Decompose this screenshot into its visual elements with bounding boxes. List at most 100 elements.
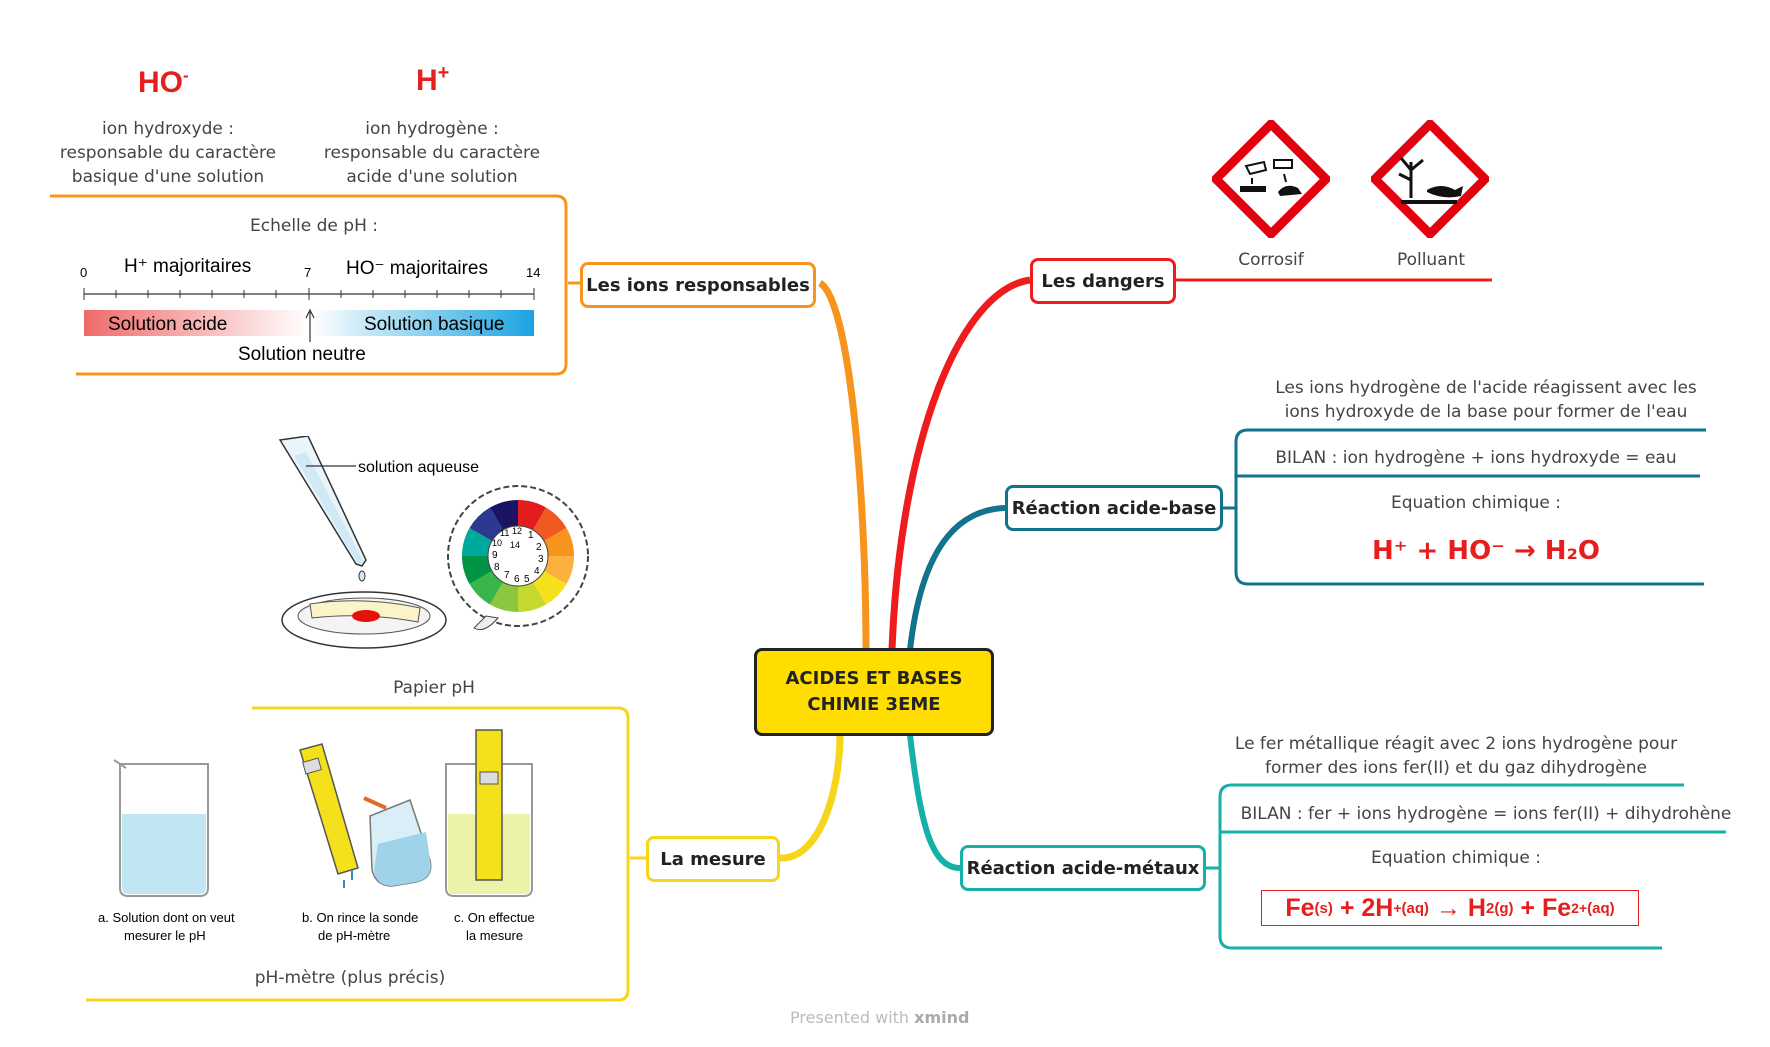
topic-les-dangers[interactable]: Les dangers bbox=[1030, 258, 1176, 304]
central-topic-line2: CHIMIE 3EME bbox=[807, 694, 941, 715]
xmind-brand: xmind bbox=[914, 1008, 970, 1027]
central-topic-line1: ACIDES ET BASES bbox=[785, 668, 963, 689]
eq-plus1: + 2H bbox=[1332, 893, 1394, 922]
h-desc-line: acide d'une solution bbox=[346, 167, 518, 187]
step-a-line1: a. Solution dont on veut bbox=[98, 910, 235, 925]
ho-majoritaires: HO⁻ majoritaires bbox=[346, 258, 488, 279]
step-b-line1: b. On rince la sonde bbox=[302, 910, 418, 925]
wheel-number: 1 bbox=[528, 530, 534, 541]
dropper-icon bbox=[278, 436, 367, 582]
wheel-number: 4 bbox=[534, 566, 540, 577]
topic-mesure-label: La mesure bbox=[660, 848, 766, 870]
wheel-number: 3 bbox=[538, 554, 544, 565]
eq-h-sub: (aq) bbox=[1401, 899, 1430, 917]
topic-ions-responsables[interactable]: Les ions responsables bbox=[580, 262, 816, 308]
ho-formula-base: HO bbox=[138, 66, 183, 99]
acid-bar bbox=[84, 310, 308, 336]
topic-acide-metaux-label: Réaction acide-métaux bbox=[966, 857, 1200, 879]
wheel-number: 12 bbox=[512, 526, 522, 536]
h-desc-line: responsable du caractère bbox=[323, 143, 541, 163]
topic-dangers-label: Les dangers bbox=[1041, 270, 1165, 292]
h-desc-line: ion hydrogène : bbox=[365, 119, 499, 139]
wheel-number: 9 bbox=[492, 550, 498, 561]
ho-formula: HO- bbox=[138, 66, 189, 100]
basic-bar bbox=[312, 310, 534, 336]
eq-plus2: + Fe bbox=[1513, 893, 1572, 922]
ph-paper-illustration: solution aqueuse 1 2 3 4 5 6 7 bbox=[278, 436, 589, 649]
topic-reaction-acide-base[interactable]: Réaction acide-base bbox=[1005, 485, 1223, 531]
ho-formula-sup: - bbox=[183, 66, 189, 85]
ph-tick-7: 7 bbox=[304, 265, 311, 280]
eq-fe2-sub: (aq) bbox=[1587, 899, 1615, 917]
wheel-number: 11 bbox=[500, 528, 509, 538]
h-description: ion hydrogène : responsable du caractère… bbox=[312, 117, 552, 189]
wheel-number: 2 bbox=[536, 542, 542, 553]
ph-metre-caption: pH-mètre (plus précis) bbox=[254, 968, 446, 988]
central-topic[interactable]: ACIDES ET BASES CHIMIE 3EME bbox=[754, 648, 994, 736]
ph-scale: 0 7 14 H⁺ majoritaires HO⁻ majoritaires … bbox=[80, 256, 540, 365]
eq-h2-sub: 2(g) bbox=[1485, 899, 1514, 917]
acide-metaux-eq-title: Equation chimique : bbox=[1371, 848, 1541, 868]
ho-desc-line: ion hydroxyde : bbox=[102, 119, 234, 139]
corrosif-label: Corrosif bbox=[1238, 250, 1304, 270]
solution-aqueuse-label: solution aqueuse bbox=[358, 459, 479, 476]
ph-meter-illustration: a. Solution dont on veut mesurer le pH b… bbox=[98, 729, 535, 943]
acide-metaux-bilan: BILAN : fer + ions hydrogène = ions fer(… bbox=[1240, 804, 1732, 824]
topic-acide-base-label: Réaction acide-base bbox=[1011, 497, 1217, 519]
eq-h-sup: + bbox=[1393, 900, 1402, 916]
neutral-label: Solution neutre bbox=[238, 344, 366, 365]
papier-ph-caption: Papier pH bbox=[393, 678, 475, 698]
corrosive-pictogram-icon bbox=[1212, 120, 1330, 238]
topic-reaction-acide-metaux[interactable]: Réaction acide-métaux bbox=[960, 845, 1206, 891]
acid-label: Solution acide bbox=[108, 314, 227, 335]
topic-la-mesure[interactable]: La mesure bbox=[646, 836, 780, 882]
h-formula-sup: + bbox=[437, 62, 450, 84]
beaker-with-probe-icon bbox=[445, 729, 533, 897]
plate-icon bbox=[281, 591, 447, 649]
h-majoritaires: H⁺ majoritaires bbox=[124, 256, 251, 277]
ph-tick-0: 0 bbox=[80, 265, 87, 280]
ho-description: ion hydroxyde : responsable du caractère… bbox=[48, 117, 288, 189]
wheel-number: 10 bbox=[492, 538, 502, 548]
step-c-line2: la mesure bbox=[466, 928, 523, 943]
acide-base-bilan: BILAN : ion hydrogène + ions hydroxyde =… bbox=[1275, 448, 1677, 468]
acide-metaux-desc-line: former des ions fer(II) et du gaz dihydr… bbox=[1265, 758, 1647, 778]
eq-arrow: → H bbox=[1429, 893, 1486, 922]
wheel-number: 14 bbox=[510, 540, 520, 550]
ho-desc-line: responsable du caractère bbox=[59, 143, 277, 163]
ph-tick-14: 14 bbox=[526, 265, 540, 280]
acide-base-desc-line: Les ions hydrogène de l'acide réagissent… bbox=[1275, 378, 1697, 398]
acide-base-description: Les ions hydrogène de l'acide réagissent… bbox=[1246, 376, 1726, 424]
ph-scale-title: Echelle de pH : bbox=[250, 216, 378, 236]
acide-metaux-desc-line: Le fer métallique réagit avec 2 ions hyd… bbox=[1234, 734, 1678, 754]
step-c-line1: c. On effectue bbox=[454, 910, 535, 925]
basic-label: Solution basique bbox=[364, 314, 505, 335]
wheel-number: 7 bbox=[504, 570, 510, 581]
topic-ions-label: Les ions responsables bbox=[586, 274, 810, 296]
ph-probe-rinse-icon bbox=[299, 743, 432, 888]
step-a-line2: mesurer le pH bbox=[124, 928, 206, 943]
h-formula-base: H bbox=[416, 64, 438, 97]
polluant-label: Polluant bbox=[1396, 250, 1466, 270]
presented-with-footer: Presented with xmind bbox=[790, 1008, 969, 1027]
presented-with-text: Presented with bbox=[790, 1008, 910, 1027]
acide-metaux-description: Le fer métallique réagit avec 2 ions hyd… bbox=[1216, 732, 1696, 780]
acide-base-eq-title: Equation chimique : bbox=[1391, 493, 1561, 513]
h-formula: H+ bbox=[416, 62, 449, 98]
wheel-number: 8 bbox=[494, 562, 500, 573]
eq-fe: Fe bbox=[1285, 893, 1315, 922]
ho-desc-line: basique d'une solution bbox=[71, 167, 265, 187]
ph-scale-axis bbox=[83, 288, 535, 300]
wheel-number: 5 bbox=[524, 574, 530, 585]
eq-fe-sup: 2+ bbox=[1571, 900, 1588, 916]
acide-base-desc-line: ions hydroxyde de la base pour former de… bbox=[1284, 402, 1688, 422]
acide-base-equation: H⁺ + HO⁻ → H₂O bbox=[1371, 536, 1601, 566]
ph-color-wheel-icon: 1 2 3 4 5 6 7 8 9 10 11 12 14 bbox=[447, 485, 589, 631]
beaker-icon bbox=[113, 759, 209, 897]
pollutant-pictogram-icon bbox=[1371, 120, 1489, 238]
wheel-number: 6 bbox=[514, 574, 520, 585]
eq-fe-sub: (s) bbox=[1314, 899, 1333, 917]
step-b-line2: de pH-mètre bbox=[318, 928, 390, 943]
